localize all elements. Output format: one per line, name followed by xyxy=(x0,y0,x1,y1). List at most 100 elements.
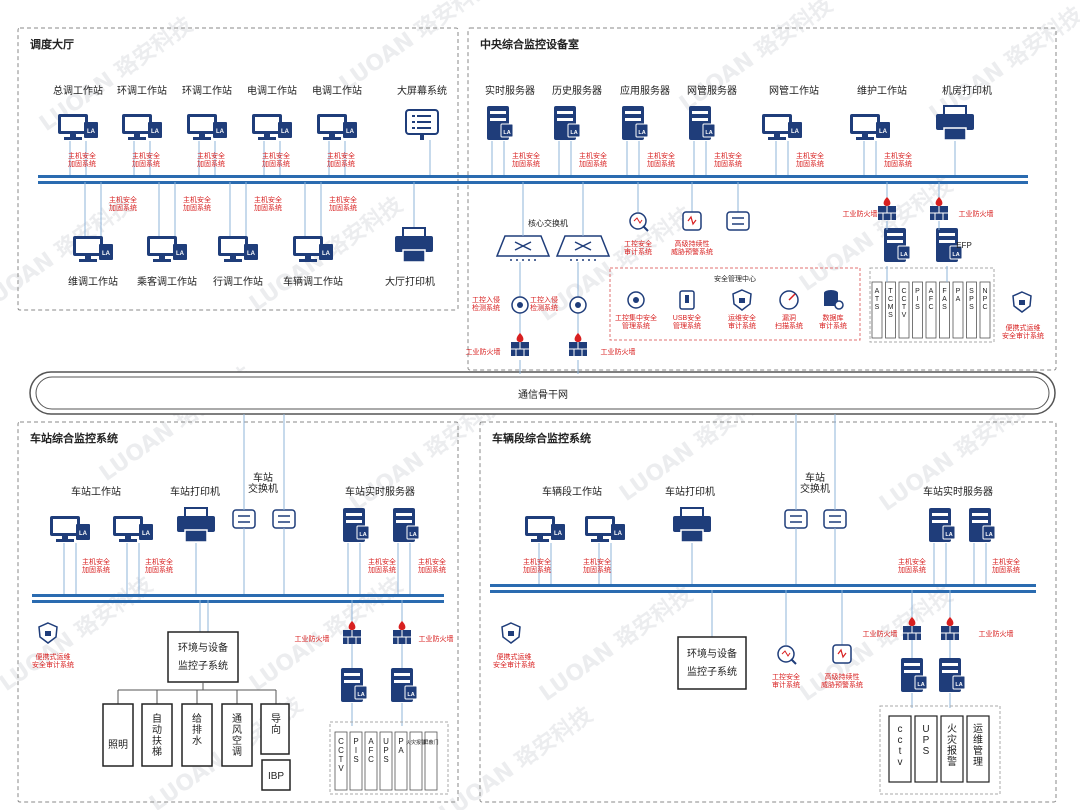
host-security-label: 主机安全加固系统 xyxy=(327,151,355,168)
workstation-label: 行调工作站 xyxy=(213,275,263,288)
watermark-text: LUOAN 珞安科技 xyxy=(245,571,408,696)
room-printer-icon xyxy=(936,105,974,141)
firewall-icon xyxy=(511,333,529,356)
backbone-label: 通信骨干网 xyxy=(518,389,568,401)
ics-audit-label: 工控安全审计系统 xyxy=(624,239,652,256)
depot-printer-label: 车站打印机 xyxy=(665,485,715,498)
station-switch-icon xyxy=(784,509,808,529)
server-icon xyxy=(969,508,996,542)
host-security-label: 主机安全加固系统 xyxy=(368,557,396,574)
portable-audit-label: 便携式运维安全审计系统 xyxy=(32,652,74,669)
la-badge: LA xyxy=(357,692,364,698)
host-security-label: 主机安全加固系统 xyxy=(183,195,211,212)
station-server-label: 车站实时服务器 xyxy=(345,485,415,498)
security-center-title: 安全管理中心 xyxy=(714,274,756,283)
server-icon xyxy=(939,658,966,692)
station-printer-label: 车站打印机 xyxy=(170,485,220,498)
workstation-icon xyxy=(317,114,357,140)
portable-audit-icon xyxy=(501,622,521,644)
top-bus xyxy=(38,175,1028,184)
env-item-label: 自动扶梯 xyxy=(152,712,162,758)
watermark-text: LUOAN 珞安科技 xyxy=(335,0,498,97)
server-icon xyxy=(487,106,514,140)
host-security-label: 主机安全加固系统 xyxy=(884,151,912,168)
station-env-monitor xyxy=(102,631,291,791)
workstation-label: 车辆调工作站 xyxy=(283,275,343,288)
la-badge: LA xyxy=(359,532,366,538)
workstation-icon xyxy=(218,236,258,262)
core-switch-label: 核心交换机 xyxy=(528,218,568,228)
firewall-icon xyxy=(903,617,921,640)
workstation-icon xyxy=(147,236,187,262)
la-badge: LA xyxy=(322,251,331,257)
workstation-label: 环调工作站 xyxy=(117,84,167,97)
depot-env-monitor xyxy=(677,636,747,690)
workstation-icon xyxy=(762,114,802,140)
watermark-text: LUOAN 珞安科技 xyxy=(0,571,158,696)
env-item-label: 给排水 xyxy=(192,712,202,747)
host-security-label: 主机安全加固系统 xyxy=(898,557,926,574)
la-badge: LA xyxy=(151,129,160,135)
env-item-label: 通风空调 xyxy=(232,713,242,758)
depot-workstation-label: 车辆段工作站 xyxy=(542,485,602,498)
server-icon xyxy=(901,658,928,692)
host-security-label: 主机安全加固系统 xyxy=(262,151,290,168)
section-central-room xyxy=(467,27,1057,371)
server-icon xyxy=(929,508,956,542)
la-badge: LA xyxy=(176,251,185,257)
env-item-label: 照明 xyxy=(108,739,128,751)
workstation-label: 维调工作站 xyxy=(68,275,118,288)
watermark-text: LUOAN 珞安科技 xyxy=(435,701,598,810)
host-security-label: 主机安全加固系统 xyxy=(197,151,225,168)
switch-icon xyxy=(726,211,750,231)
la-badge: LA xyxy=(346,129,355,135)
server-icon xyxy=(341,668,368,702)
host-security-label: 主机安全加固系统 xyxy=(512,151,540,168)
workstation-icon xyxy=(585,516,625,542)
watermark-text: LUOAN 珞安科技 xyxy=(675,0,838,117)
firewall-icon xyxy=(941,617,959,640)
big-screen-label: 大屏幕系统 xyxy=(397,84,447,97)
backbone-ring xyxy=(29,371,1056,415)
workstation-label: 环调工作站 xyxy=(182,84,232,97)
intrusion-detection-icon xyxy=(511,296,529,314)
station-workstation-label: 车站工作站 xyxy=(71,485,121,498)
station-switch-icon xyxy=(823,509,847,529)
workstation-icon xyxy=(50,516,90,542)
watermark-text: LUOAN 珞安科技 xyxy=(795,581,958,706)
host-security-label: 主机安全加固系统 xyxy=(418,557,446,574)
firewall-icon xyxy=(930,197,948,220)
big-screen-icon xyxy=(405,109,439,140)
host-security-label: 主机安全加固系统 xyxy=(329,195,357,212)
firewall-icon xyxy=(343,621,361,644)
security-center-item-label: 运维安全审计系统 xyxy=(728,313,756,330)
firewall-icon xyxy=(569,333,587,356)
la-badge: LA xyxy=(917,682,924,688)
workstation-icon xyxy=(122,114,162,140)
la-badge: LA xyxy=(879,129,888,135)
security-center-item-label: 数据库审计系统 xyxy=(819,313,847,330)
ops-audit-icon xyxy=(732,289,752,311)
host-security-label: 主机安全加固系统 xyxy=(82,557,110,574)
workstation-icon xyxy=(58,114,98,140)
portable-audit-label: 便携式运维安全审计系统 xyxy=(1002,323,1044,340)
section-title: 车辆段综合监控系统 xyxy=(492,431,591,445)
intrusion-detection-label: 工控入侵检测系统 xyxy=(530,295,558,312)
la-badge: LA xyxy=(409,532,416,538)
firewall-label: 工业防火墙 xyxy=(863,629,898,638)
host-security-label: 主机安全加固系统 xyxy=(109,195,137,212)
subsystem-label: 火灾报警 xyxy=(406,739,426,746)
la-badge: LA xyxy=(791,129,800,135)
la-badge: LA xyxy=(281,129,290,135)
ics-management-icon xyxy=(627,291,645,309)
workstation-icon xyxy=(252,114,292,140)
central-subsystems xyxy=(869,267,995,343)
